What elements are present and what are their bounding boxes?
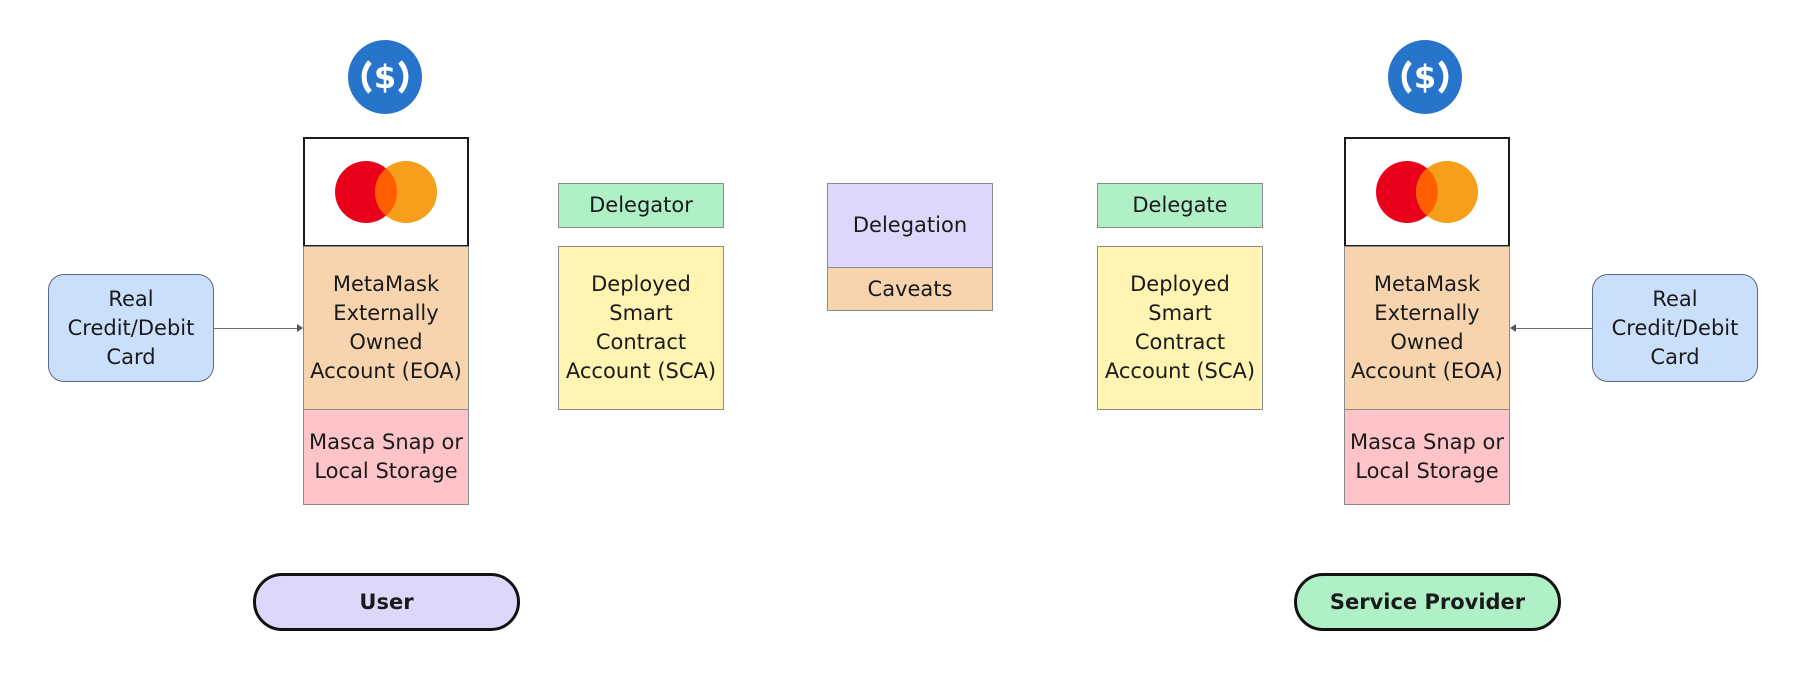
service-provider-pill: Service Provider [1294, 573, 1561, 631]
delegation-box: Delegation [827, 183, 993, 268]
sca-label-left: Deployed Smart Contract Account (SCA) [565, 272, 717, 383]
real-card-label: Real Credit/Debit Card [67, 286, 195, 369]
user-pill: User [253, 573, 520, 631]
storage-box: Masca Snap or Local Storage [303, 409, 469, 505]
real-card-label: Real Credit/Debit Card [1611, 286, 1739, 369]
card-to-eoa-arrow [214, 328, 298, 329]
eoa-label: MetaMask Externally Owned Account (EOA) [310, 272, 462, 383]
delegate-label: Delegate [1132, 193, 1228, 217]
real-card-box: Real Credit/Debit Card [48, 274, 214, 382]
eoa-account-box: MetaMask Externally Owned Account (EOA) [303, 246, 469, 410]
mastercard-card [303, 137, 469, 247]
sca-box-right: Deployed Smart Contract Account (SCA) [1097, 246, 1263, 410]
arrow-head-icon [297, 324, 303, 332]
mastercard-icon [1376, 161, 1478, 223]
delegation-label: Delegation [852, 213, 968, 237]
arrow-head-icon [1510, 324, 1516, 332]
storage-label: Masca Snap or Local Storage [308, 430, 463, 483]
caveats-box: Caveats [827, 267, 993, 311]
delegate-tag: Delegate [1097, 183, 1263, 228]
card-to-eoa-arrow [1516, 328, 1592, 329]
mastercard-card [1344, 137, 1510, 247]
sca-label-right: Deployed Smart Contract Account (SCA) [1104, 272, 1256, 383]
delegator-label: Delegator [589, 193, 693, 217]
usdc-icon: $ [1388, 40, 1462, 114]
svg-text:$: $ [374, 58, 396, 96]
eoa-account-box: MetaMask Externally Owned Account (EOA) [1344, 246, 1510, 410]
sca-box-left: Deployed Smart Contract Account (SCA) [558, 246, 724, 410]
storage-label: Masca Snap or Local Storage [1349, 430, 1504, 483]
usdc-icon: $ [348, 40, 422, 114]
user-label: User [359, 590, 414, 614]
delegator-tag: Delegator [558, 183, 724, 228]
caveats-label: Caveats [867, 276, 953, 301]
storage-box: Masca Snap or Local Storage [1344, 409, 1510, 505]
mastercard-icon [335, 161, 437, 223]
eoa-label: MetaMask Externally Owned Account (EOA) [1351, 272, 1503, 383]
svg-text:$: $ [1414, 58, 1436, 96]
real-card-box: Real Credit/Debit Card [1592, 274, 1758, 382]
service-provider-label: Service Provider [1329, 590, 1526, 614]
